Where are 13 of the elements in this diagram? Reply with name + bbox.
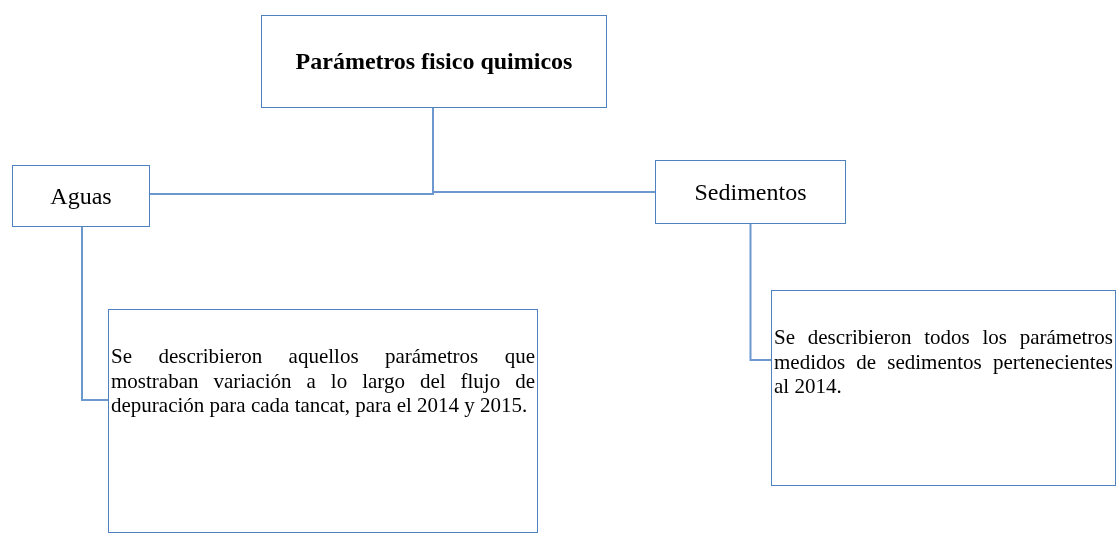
description-box <box>108 309 538 533</box>
category-label: Sedimentos <box>694 177 807 207</box>
category-box <box>655 160 846 224</box>
connector-line <box>81 226 109 401</box>
connector-line <box>749 223 772 361</box>
category-box <box>12 165 150 227</box>
connector-line <box>432 107 656 193</box>
description-text: Se describieron todos los parámetros medidos de sedimentos pertenecientes al 2014. <box>774 325 1113 399</box>
description-box <box>771 290 1116 486</box>
description-text: Se describieron aquellos parámetros que mostraban variación a lo largo del flujo de depuración para cada tancat, para el 2014 y 2015. <box>111 344 535 418</box>
title-box <box>261 15 607 108</box>
category-label: Aguas <box>50 181 112 211</box>
title-text: Parámetros fisico quimicos <box>295 47 573 76</box>
